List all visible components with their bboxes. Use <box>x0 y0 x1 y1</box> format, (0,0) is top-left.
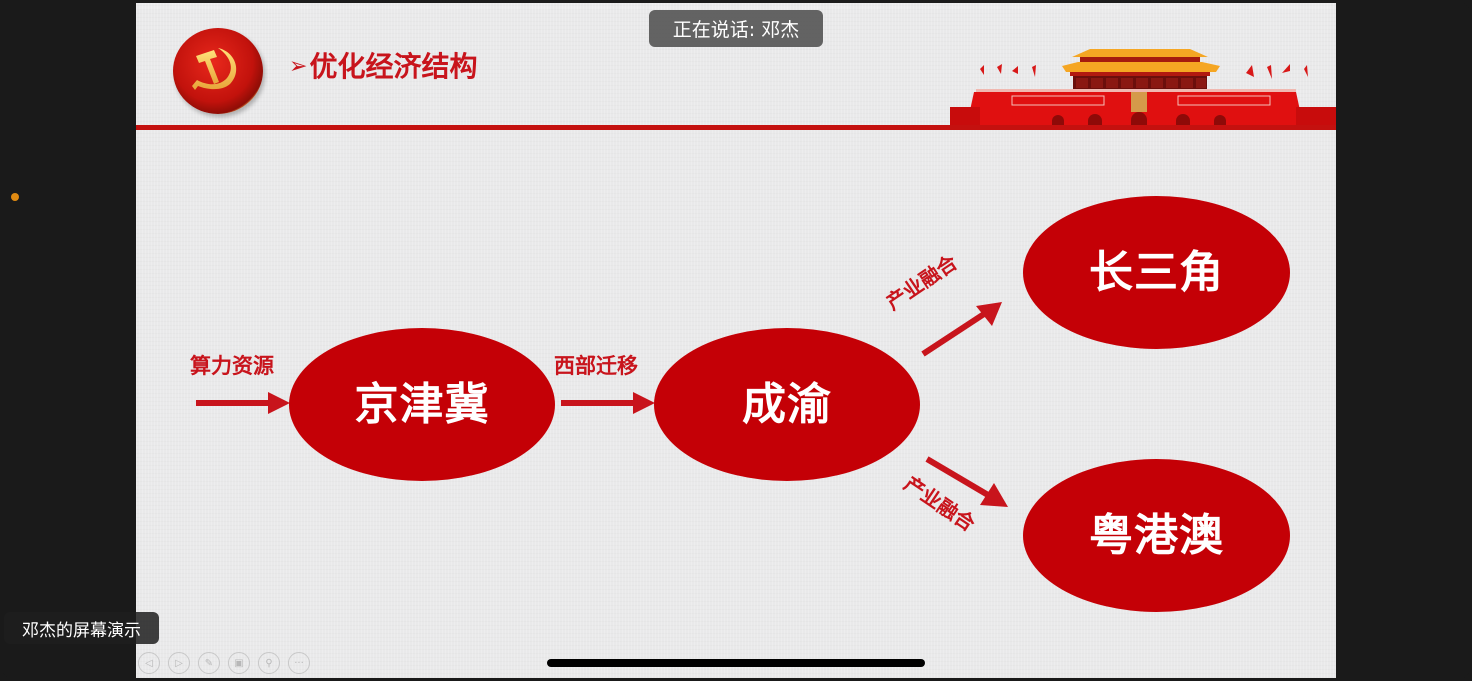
bullet-arrow-icon: ➢ <box>289 54 308 79</box>
node-jingjinji: 京津冀 <box>289 328 555 481</box>
status-dot <box>11 193 19 201</box>
speaking-indicator: 正在说话: 邓杰 <box>649 10 823 47</box>
arrow-down-right-icon <box>925 456 1008 507</box>
arrow-right-icon <box>196 392 290 414</box>
arrow-right-icon <box>561 392 655 414</box>
next-slide-button[interactable]: ▷ <box>168 652 190 674</box>
party-emblem-icon <box>173 28 263 114</box>
arrow-up-right-icon <box>921 302 1002 357</box>
slide-title: ➢ 优化经济结构 <box>289 53 477 81</box>
zoom-button[interactable]: ⚲ <box>258 652 280 674</box>
slide-title-text: 优化经济结构 <box>309 50 478 83</box>
edge-label-compute-resources: 算力资源 <box>190 354 274 378</box>
node-chengyu: 成渝 <box>654 328 920 481</box>
pen-tool-button[interactable]: ✎ <box>198 652 220 674</box>
more-options-button[interactable]: ··· <box>288 652 310 674</box>
tiananmen-gate-icon <box>950 49 1336 129</box>
home-indicator-bar[interactable] <box>547 659 925 667</box>
presentation-toolbar: ◁ ▷ ✎ ▣ ⚲ ··· <box>138 652 310 674</box>
node-changsanjiao: 长三角 <box>1023 196 1290 349</box>
slides-overview-button[interactable]: ▣ <box>228 652 250 674</box>
node-yuegangao: 粤港澳 <box>1023 459 1290 612</box>
presenter-label: 邓杰的屏幕演示 <box>4 612 159 644</box>
presentation-slide: ➢ 优化经济结构 <box>136 3 1336 678</box>
edge-label-westward-migration: 西部迁移 <box>554 354 638 378</box>
previous-slide-button[interactable]: ◁ <box>138 652 160 674</box>
header-divider <box>136 125 1336 130</box>
